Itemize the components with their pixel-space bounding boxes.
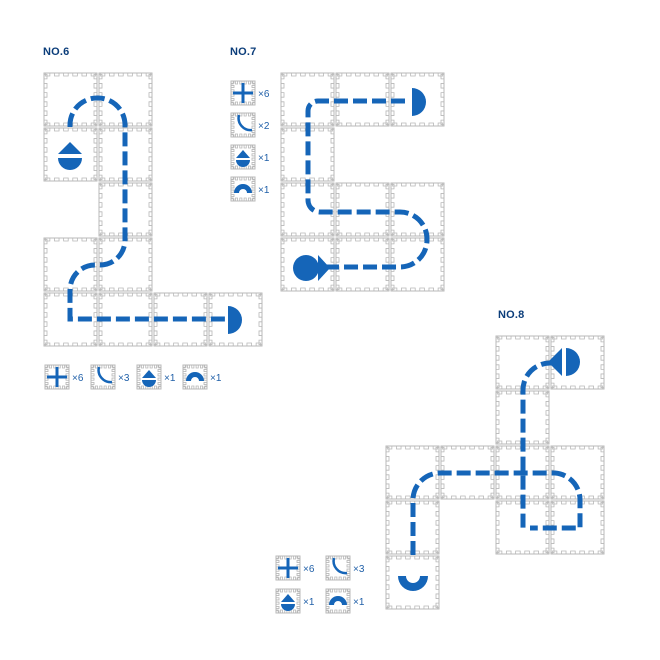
no6-cross-piece-icon	[44, 364, 70, 390]
no7-cross-piece-icon	[230, 80, 256, 106]
no6-start-piece-icon	[136, 364, 162, 390]
no6-count-3: ×1	[210, 373, 222, 384]
tile-no6-2	[43, 127, 98, 182]
no7-curve-piece-icon-tile	[230, 112, 256, 138]
end-marker-no8	[398, 576, 428, 591]
no8-count-3: ×1	[353, 597, 365, 608]
no8-count-1: ×3	[353, 564, 365, 575]
tile-no8-2	[495, 390, 550, 445]
start-base-no6	[58, 158, 82, 170]
puzzle-title-no6: NO.6	[43, 46, 70, 58]
no8-count-2: ×1	[303, 597, 315, 608]
no8-count-0: ×6	[303, 564, 315, 575]
no8-cross-piece-icon	[275, 555, 301, 581]
no7-count-0: ×6	[258, 89, 270, 100]
end-marker-no6	[228, 306, 242, 334]
tile-no8-10	[385, 555, 440, 610]
start-arrow-no7	[318, 255, 330, 281]
puzzle-title-no8: NO.8	[498, 309, 525, 321]
no7-start-piece-icon	[230, 144, 256, 170]
no7-curve-piece-icon	[230, 112, 256, 138]
tile-no7-9	[390, 237, 445, 292]
start-marker-no6	[58, 142, 82, 154]
start-marker-no8	[566, 348, 580, 376]
no7-count-1: ×2	[258, 121, 270, 132]
no7-end-piece-icon	[230, 176, 256, 202]
end-marker-no7	[412, 88, 426, 116]
no8-start-piece-icon	[275, 588, 301, 614]
puzzle-title-no7: NO.7	[230, 46, 257, 58]
track-no7	[305, 98, 430, 270]
no6-end-piece-icon	[182, 364, 208, 390]
no6-count-0: ×6	[72, 373, 84, 384]
no8-curve-piece-icon	[325, 555, 351, 581]
no6-count-1: ×3	[118, 373, 130, 384]
no8-curve-piece-icon-tile	[325, 555, 351, 581]
track-no8-a	[520, 360, 555, 530]
no8-end-piece-icon	[325, 588, 351, 614]
start-marker-no7	[293, 255, 319, 281]
no7-count-2: ×1	[258, 153, 270, 164]
track-no8-b	[410, 470, 583, 555]
track-no6	[67, 95, 225, 322]
no6-count-2: ×1	[164, 373, 176, 384]
start-arrow-no8	[548, 348, 562, 376]
no6-curve-piece-icon-tile	[90, 364, 116, 390]
no7-count-3: ×1	[258, 185, 270, 196]
no6-curve-piece-icon	[90, 364, 116, 390]
